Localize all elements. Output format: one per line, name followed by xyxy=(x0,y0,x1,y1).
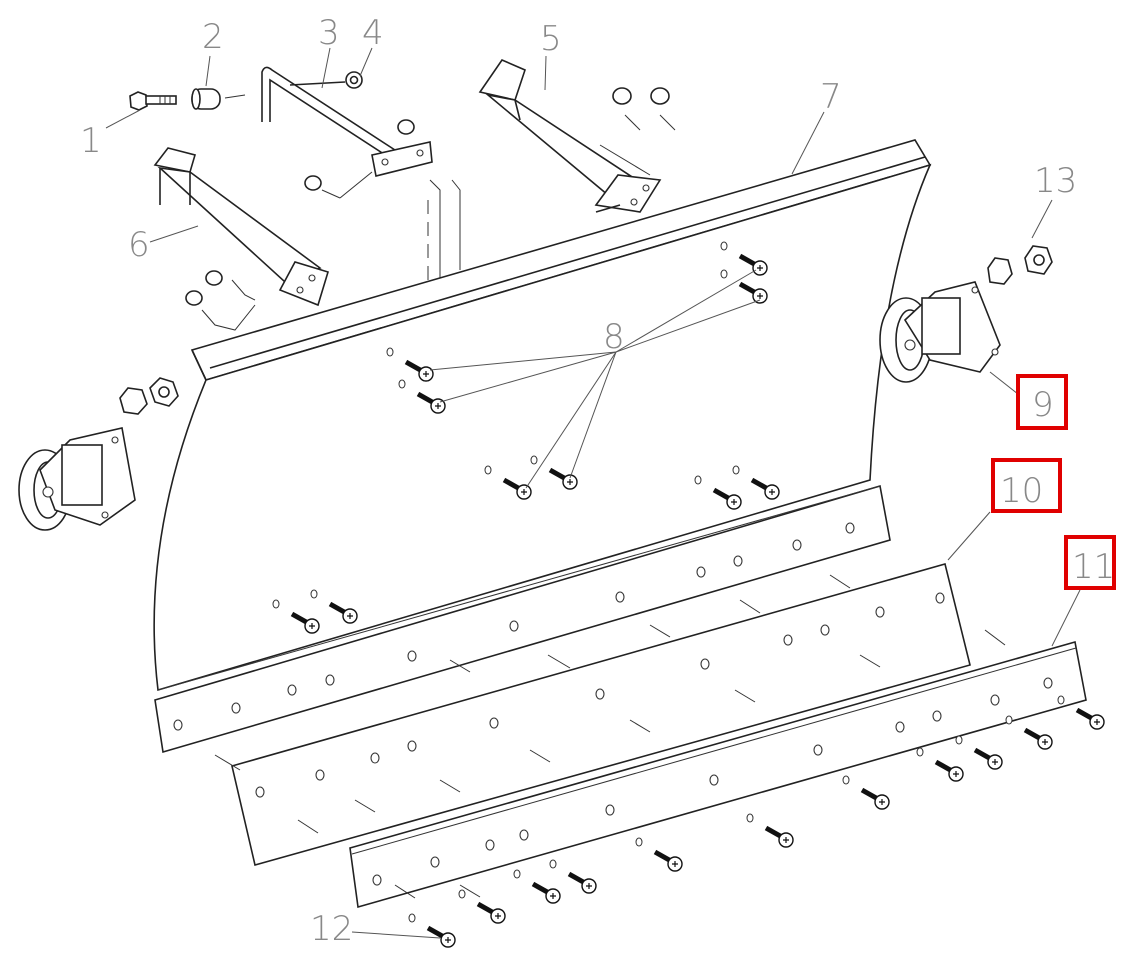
part-9-wheel-right xyxy=(879,281,1001,383)
callout-8: 8 xyxy=(603,317,625,357)
carriage-bolt xyxy=(386,347,434,382)
part-3-bracket xyxy=(261,66,433,177)
callout-9: 9 xyxy=(1032,385,1054,425)
callout-1: 1 xyxy=(80,121,102,161)
part-2-spacer xyxy=(191,88,246,110)
carriage-bolt xyxy=(272,599,320,634)
carriage-bolt xyxy=(458,889,506,924)
carriage-bolt xyxy=(694,475,742,510)
callout-7: 7 xyxy=(820,77,842,117)
part-11-plate xyxy=(349,640,1087,909)
leader-lines xyxy=(105,47,1081,939)
carriage-bolt xyxy=(513,869,561,904)
carriage-bolts xyxy=(272,241,1105,948)
callout-13: 13 xyxy=(1034,161,1077,201)
part-10-plate xyxy=(231,563,971,866)
nuts-part-6 xyxy=(185,270,223,306)
carriage-bolt xyxy=(635,837,683,872)
carriage-bolt xyxy=(732,465,780,500)
blade-flange-holes xyxy=(173,522,855,731)
part-7-blade xyxy=(153,139,932,754)
part-4-nut xyxy=(345,71,363,89)
highlight-boxes xyxy=(991,374,1116,590)
callout-12: 12 xyxy=(310,909,353,949)
carriage-bolt xyxy=(549,859,597,894)
part-1-bolt xyxy=(129,91,177,111)
callout-labels: 1 2 3 4 5 6 7 8 9 10 11 12 13 xyxy=(80,13,1115,949)
part-6-tube xyxy=(153,147,329,307)
carriage-bolt xyxy=(398,379,446,414)
plate-alignment-dashes xyxy=(214,574,1006,899)
part-13-nuts xyxy=(987,245,1053,285)
highlight-box-9 xyxy=(1016,374,1068,430)
carriage-bolt xyxy=(720,241,768,276)
carriage-bolt xyxy=(916,747,964,782)
nuts-part-5 xyxy=(612,87,670,105)
carriage-bolt xyxy=(842,775,890,810)
carriage-bolt xyxy=(746,813,794,848)
mount-dash-lines xyxy=(201,114,676,331)
callout-6: 6 xyxy=(128,225,150,265)
callout-10: 10 xyxy=(1000,471,1043,511)
carriage-bolt xyxy=(1005,715,1053,750)
callout-5: 5 xyxy=(540,19,562,59)
nuts-part-3 xyxy=(304,119,415,199)
callout-3: 3 xyxy=(318,13,340,53)
part-9-wheel-left xyxy=(18,377,179,531)
highlight-box-11 xyxy=(1064,535,1116,590)
carriage-bolt xyxy=(408,913,456,948)
carriage-bolt xyxy=(530,455,578,490)
callout-11: 11 xyxy=(1072,547,1115,587)
carriage-bolt xyxy=(310,589,358,624)
callout-4: 4 xyxy=(362,13,384,53)
carriage-bolt xyxy=(955,735,1003,770)
carriage-bolt xyxy=(484,465,532,500)
carriage-bolt xyxy=(720,269,768,304)
highlight-box-10 xyxy=(991,458,1062,513)
callout-2: 2 xyxy=(202,17,224,57)
part-5-tube xyxy=(478,59,662,213)
carriage-bolt xyxy=(1057,695,1105,730)
